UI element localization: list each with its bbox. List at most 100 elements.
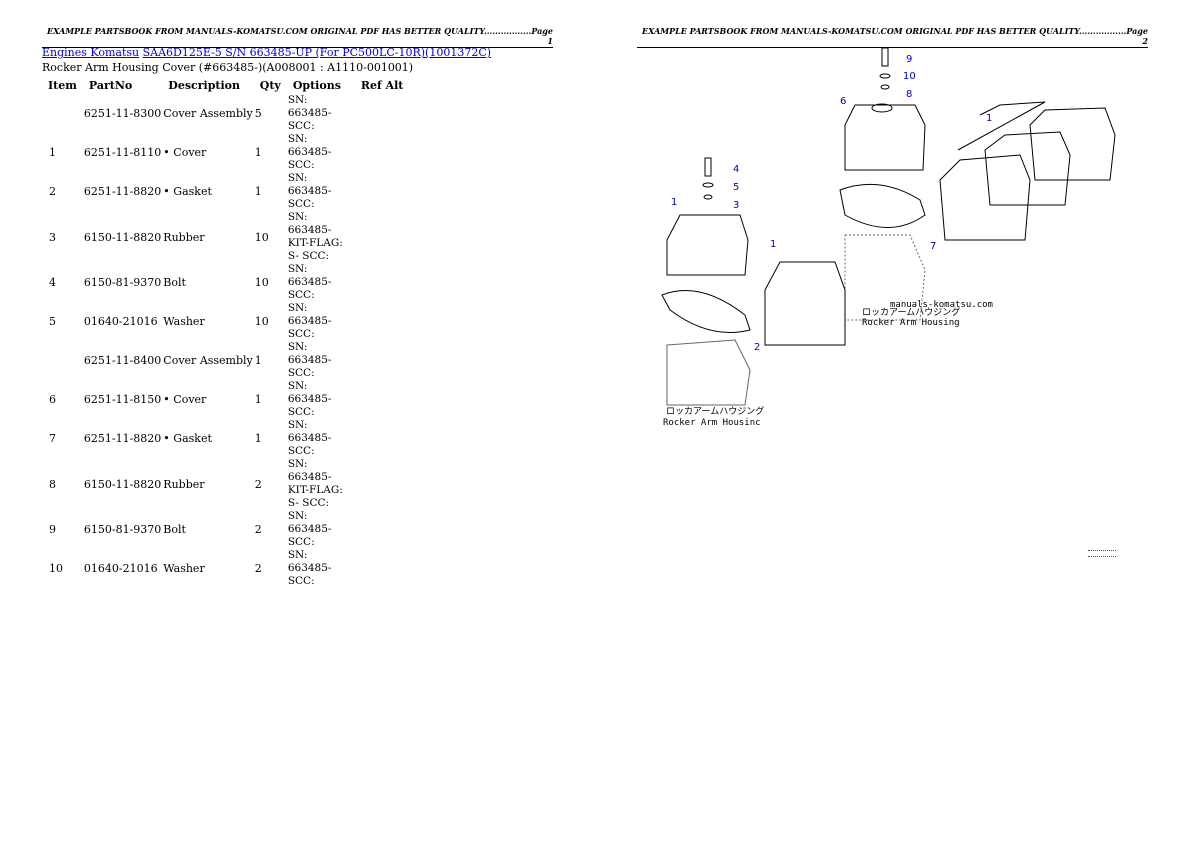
cell-opt: SN: 663485- KIT-FLAG: S- SCC: [287, 211, 343, 262]
cell-qty: 1 [254, 185, 262, 198]
cell-refalt [355, 458, 410, 510]
cell-refalt [355, 302, 410, 341]
cell-desc: Rubber [163, 230, 205, 244]
column-header: PartNo [88, 78, 133, 92]
cell-refalt [355, 549, 410, 588]
cell-opt: SN: 663485- SCC: [287, 549, 332, 587]
page-header-2: EXAMPLE PARTSBOOK FROM MANUALS-KOMATSU.C… [637, 26, 1148, 48]
cell-partno: 6150-81-9370 [83, 276, 162, 289]
bolt-shape [881, 47, 889, 67]
breadcrumb-link-model[interactable]: SAA6D125E-5 S/N 663485-UP (For PC500LC-1… [142, 46, 492, 59]
cell-partno: 6251-11-8300 [83, 107, 162, 120]
column-header: Description [168, 78, 240, 92]
cell-partno: 6150-11-8820 [83, 477, 162, 491]
cell-opt: SN: 663485- SCC: [287, 263, 332, 301]
cell-item: 6 [49, 393, 56, 406]
caption-jp-2: ロッカアームハウジング [666, 405, 764, 417]
cell-partno: 6251-11-8150 [83, 393, 162, 406]
cell-partno: 01640-21016 [83, 315, 158, 328]
cell-partno: 6150-11-8820 [83, 230, 162, 244]
callout-label: 1 [986, 113, 992, 124]
cell-item: 2 [49, 185, 56, 198]
cell-item: 1 [49, 146, 56, 159]
cell-qty: 2 [254, 477, 262, 491]
cell-qty: 5 [254, 107, 262, 120]
cell-desc: Bolt [163, 276, 186, 289]
callout-label: 10 [903, 71, 916, 82]
cell-desc: Washer [163, 315, 205, 328]
cell-refalt [355, 419, 410, 458]
cell-qty: 2 [254, 562, 262, 575]
cell-refalt [355, 341, 410, 380]
breadcrumb-link-engines[interactable]: Engines Komatsu [42, 46, 140, 59]
cell-item: 9 [49, 523, 56, 536]
callout-label: 7 [930, 241, 936, 252]
cell-item [42, 341, 83, 380]
cell-qty: 2 [254, 523, 262, 536]
page-title: Rocker Arm Housing Cover (#663485-)(A008… [42, 61, 414, 74]
cell-qty: 1 [254, 432, 262, 445]
cell-desc: Rubber [163, 477, 205, 491]
callout-label: 4 [733, 164, 739, 175]
cell-item: 4 [49, 276, 56, 289]
drawing-code [1088, 550, 1116, 557]
cell-refalt [355, 133, 410, 172]
cell-desc: Bolt [163, 523, 186, 536]
cell-desc: • Gasket [163, 432, 212, 445]
cell-qty: 10 [254, 315, 269, 328]
callout-label: 8 [906, 89, 912, 100]
cell-refalt [355, 510, 410, 549]
cell-item [42, 94, 83, 133]
cell-opt: SN: 663485- SCC: [287, 510, 332, 548]
cell-item: 10 [49, 562, 63, 575]
cell-refalt [355, 380, 410, 419]
cover-shape [844, 104, 926, 171]
callout-label: 1 [671, 197, 677, 208]
caption-jp-1: ロッカアームハウジング [862, 306, 960, 318]
cell-partno: 01640-21016 [83, 562, 158, 575]
cell-item: 7 [49, 432, 56, 445]
caption-2: Rocker Arm Housinc [663, 418, 761, 428]
cell-desc: Washer [163, 562, 205, 575]
breadcrumb: Engines Komatsu SAA6D125E-5 S/N 663485-U… [42, 46, 491, 59]
callout-label: 9 [906, 54, 912, 65]
cell-opt: SN: 663485- SCC: [287, 94, 332, 132]
cell-opt: SN: 663485- SCC: [287, 341, 332, 379]
cell-opt: SN: 663485- KIT-FLAG: S- SCC: [287, 458, 343, 509]
cell-desc: Cover Assembly [163, 354, 253, 367]
callout-label: 6 [840, 96, 846, 107]
callout-label: 3 [733, 200, 739, 211]
cell-desc: Cover Assembly [163, 107, 253, 120]
cell-item: 8 [49, 477, 56, 491]
cell-partno: 6251-11-8400 [83, 354, 162, 367]
cell-refalt [355, 263, 410, 302]
cell-desc: • Cover [163, 146, 207, 159]
cell-qty: 1 [254, 393, 262, 406]
callout-label: 1 [770, 239, 776, 250]
column-header: Qty [259, 78, 281, 92]
cell-opt: SN: 663485- SCC: [287, 133, 332, 171]
cell-desc: • Gasket [163, 185, 212, 198]
watermark-text: manuals-komatsu.com [890, 300, 993, 310]
cell-opt: SN: 663485- SCC: [287, 380, 332, 418]
cell-opt: SN: 663485- SCC: [287, 419, 332, 457]
cell-qty: 10 [254, 276, 269, 289]
cell-partno: 6150-81-9370 [83, 523, 162, 536]
cell-refalt [355, 94, 410, 133]
table-row: 10 01640-21016 Washer 2 SN: 663485- SCC: [42, 549, 409, 588]
callout-label: 2 [754, 342, 760, 353]
cell-opt: SN: 663485- SCC: [287, 302, 332, 340]
cell-qty: 10 [254, 230, 269, 244]
cell-item: 3 [49, 230, 56, 244]
